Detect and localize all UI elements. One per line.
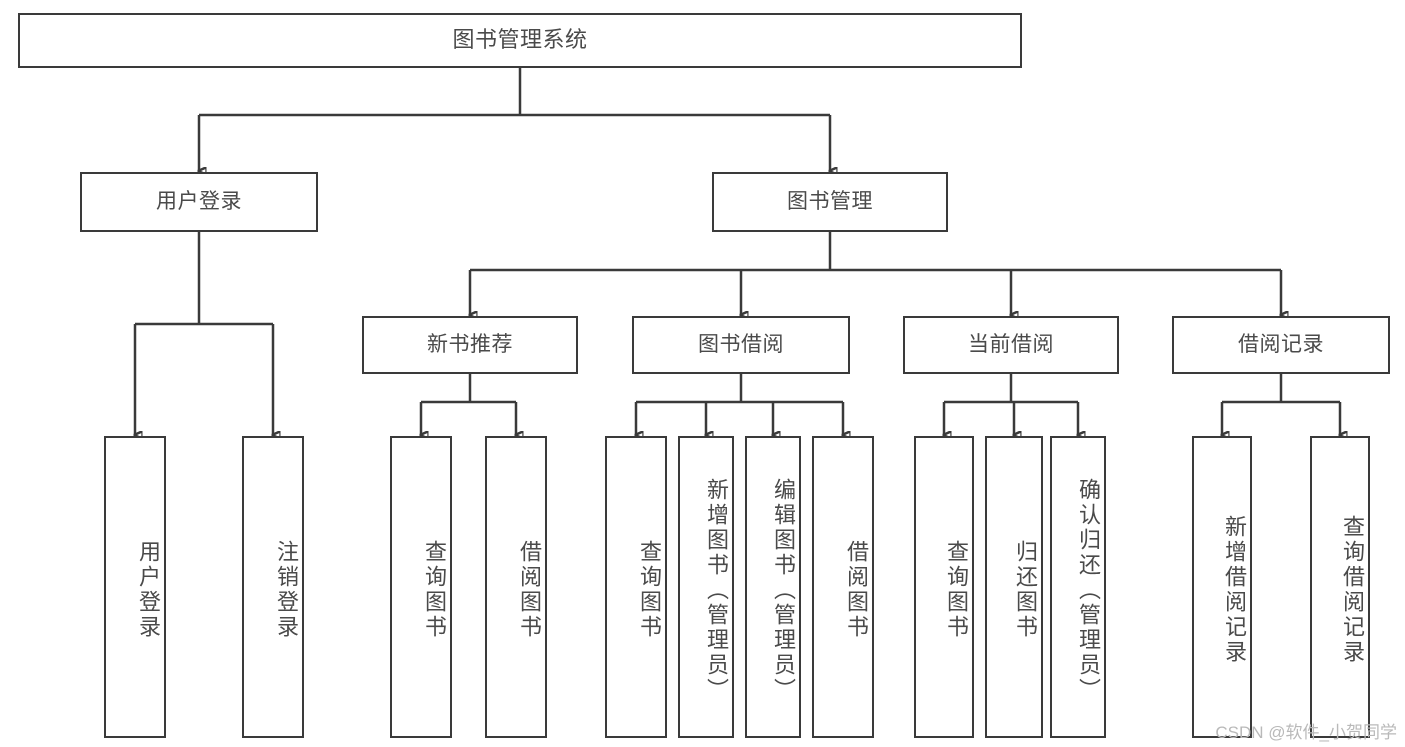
node-leaf-1[interactable]: 用户登录: [104, 436, 166, 738]
node-label: 确认归还（管理员）: [1076, 477, 1101, 703]
node-leaf-9[interactable]: 查询图书: [914, 436, 974, 738]
node-root[interactable]: 图书管理系统: [18, 13, 1022, 68]
node-user-login[interactable]: 用户登录: [80, 172, 318, 232]
node-label: 查询借阅记录: [1340, 515, 1365, 665]
node-label: 查询图书: [637, 540, 662, 640]
node-label: 归还图书: [1013, 540, 1038, 640]
node-label: 借阅图书: [844, 540, 869, 640]
node-new-book-rec[interactable]: 新书推荐: [362, 316, 578, 374]
node-book-manage[interactable]: 图书管理: [712, 172, 948, 232]
node-label: 用户登录: [136, 540, 161, 640]
node-label: 新增借阅记录: [1222, 515, 1247, 665]
node-label: 编辑图书（管理员）: [771, 477, 796, 703]
node-label: 注销登录: [274, 540, 299, 640]
node-leaf-6[interactable]: 新增图书（管理员）: [678, 436, 734, 738]
node-leaf-11[interactable]: 确认归还（管理员）: [1050, 436, 1106, 738]
node-leaf-7[interactable]: 编辑图书（管理员）: [745, 436, 801, 738]
node-leaf-3[interactable]: 查询图书: [390, 436, 452, 738]
node-label: 借阅图书: [517, 540, 542, 640]
node-label: 借阅记录: [1238, 333, 1324, 357]
node-leaf-8[interactable]: 借阅图书: [812, 436, 874, 738]
watermark-text: CSDN @软件_小贺同学: [1215, 723, 1397, 742]
node-label: 用户登录: [156, 190, 242, 214]
node-label: 图书管理: [787, 190, 873, 214]
node-leaf-10[interactable]: 归还图书: [985, 436, 1043, 738]
node-label: 图书管理系统: [452, 27, 588, 53]
node-borrow-record[interactable]: 借阅记录: [1172, 316, 1390, 374]
node-leaf-2[interactable]: 注销登录: [242, 436, 304, 738]
node-current-borrow[interactable]: 当前借阅: [903, 316, 1119, 374]
node-label: 查询图书: [944, 540, 969, 640]
node-leaf-13[interactable]: 查询借阅记录: [1310, 436, 1370, 738]
node-leaf-12[interactable]: 新增借阅记录: [1192, 436, 1252, 738]
node-label: 当前借阅: [968, 333, 1054, 357]
node-label: 新增图书（管理员）: [704, 477, 729, 703]
node-leaf-5[interactable]: 查询图书: [605, 436, 667, 738]
node-label: 新书推荐: [427, 333, 513, 357]
node-book-borrow[interactable]: 图书借阅: [632, 316, 850, 374]
node-label: 图书借阅: [698, 333, 784, 357]
node-leaf-4[interactable]: 借阅图书: [485, 436, 547, 738]
node-label: 查询图书: [422, 540, 447, 640]
